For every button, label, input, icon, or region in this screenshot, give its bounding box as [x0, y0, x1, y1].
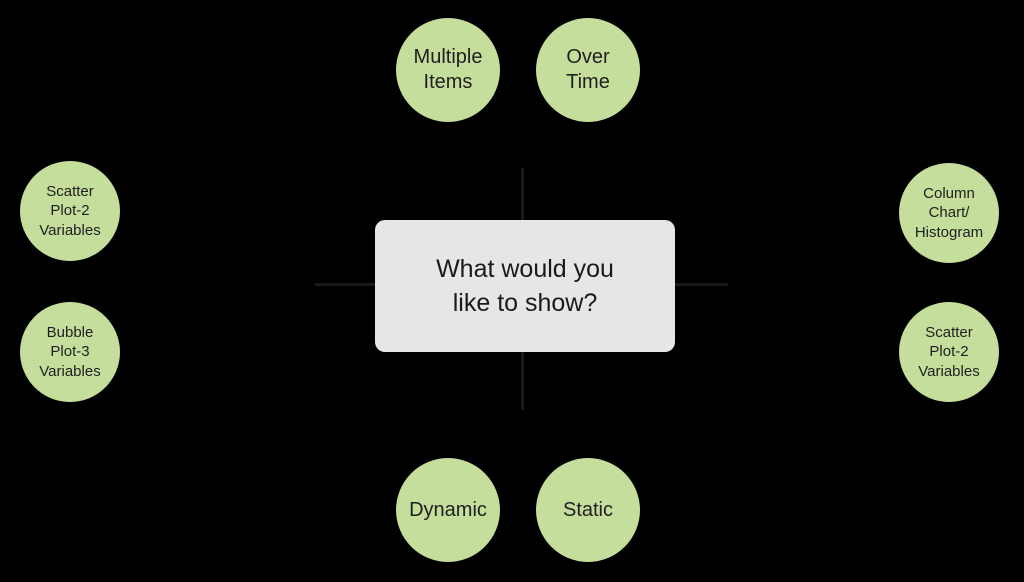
- node-label: Scatter Plot-2 Variables: [39, 182, 101, 239]
- node-scatter-plot-2-variables-left: Scatter Plot-2 Variables: [20, 161, 120, 261]
- node-bubble-plot-3-variables: Bubble Plot-3 Variables: [20, 302, 120, 402]
- node-column-chart-histogram: Column Chart/ Histogram: [899, 163, 999, 263]
- node-label: Column Chart/ Histogram: [914, 184, 984, 241]
- node-dynamic: Dynamic: [396, 458, 500, 562]
- node-static: Static: [536, 458, 640, 562]
- node-label: Dynamic: [409, 498, 487, 521]
- node-label: Over Time: [566, 46, 610, 93]
- node-label: Multiple Items: [413, 46, 483, 93]
- node-over-time: Over Time: [536, 18, 640, 122]
- node-label: Static: [562, 498, 614, 521]
- node-label: Scatter Plot-2 Variables: [918, 323, 980, 380]
- center-question-label: What would you like to show?: [436, 254, 614, 318]
- center-question-box: What would you like to show?: [375, 220, 675, 352]
- node-scatter-plot-2-variables-right: Scatter Plot-2 Variables: [899, 302, 999, 402]
- node-multiple-items: Multiple Items: [396, 18, 500, 122]
- node-label: Bubble Plot-3 Variables: [39, 323, 101, 380]
